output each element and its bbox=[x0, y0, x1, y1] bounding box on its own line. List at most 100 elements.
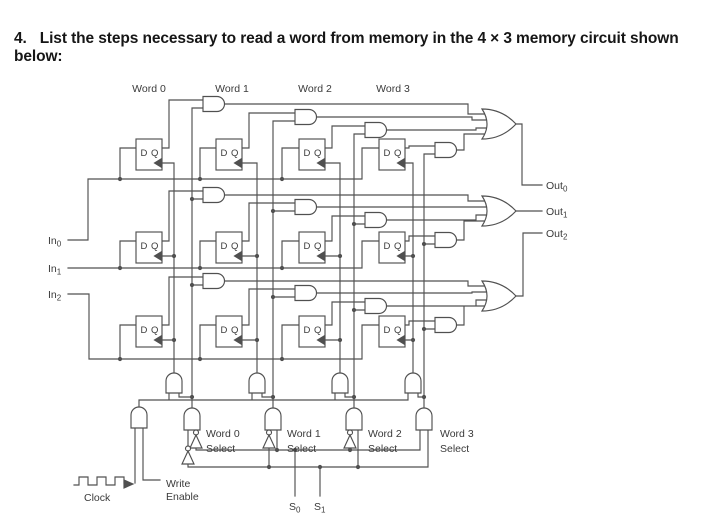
read-and-gate bbox=[202, 272, 225, 290]
inverter-icon bbox=[262, 433, 276, 449]
junction-dot bbox=[317, 464, 323, 470]
flipflop-pin-label: D bbox=[384, 325, 391, 336]
junction-dot bbox=[197, 176, 203, 182]
clock-arrow-icon bbox=[123, 479, 135, 489]
junction-dot bbox=[171, 337, 177, 343]
circuit-wires bbox=[67, 99, 543, 497]
junction-dot bbox=[254, 337, 260, 343]
word3-header: Word 3 bbox=[376, 83, 410, 95]
question-body: List the steps necessary to read a word … bbox=[14, 30, 679, 65]
clock-triangle-icon bbox=[316, 334, 325, 346]
inverter-icon bbox=[343, 433, 357, 449]
inverter-icon bbox=[189, 433, 203, 449]
read-and-gate bbox=[364, 211, 387, 229]
flipflop-pin-label: D bbox=[141, 325, 148, 336]
clock-triangle-icon bbox=[316, 157, 325, 169]
read-and-gate bbox=[434, 231, 457, 249]
word-select-and-gate bbox=[264, 407, 282, 431]
junction-dots bbox=[117, 176, 427, 470]
read-and-gate bbox=[434, 316, 457, 334]
inverter-icon bbox=[181, 449, 195, 465]
junction-dot bbox=[117, 176, 123, 182]
word3-select-label2: Select bbox=[440, 443, 469, 455]
clock-triangle-icon bbox=[153, 157, 162, 169]
flipflop-pin-label: D bbox=[384, 148, 391, 159]
output-out2-label: Out2 bbox=[546, 228, 568, 242]
junction-dot bbox=[189, 394, 195, 400]
junction-dot bbox=[351, 394, 357, 400]
junction-dot bbox=[410, 253, 416, 259]
flipflop-pin-label: D bbox=[221, 325, 228, 336]
junction-dot bbox=[351, 221, 357, 227]
word-select-and-gate bbox=[345, 407, 363, 431]
flipflop-pin-label: D bbox=[221, 148, 228, 159]
circuit-gates bbox=[123, 95, 517, 489]
write-enable-label: Write bbox=[166, 478, 190, 490]
read-and-gate bbox=[294, 284, 317, 302]
clock-triangle-icon bbox=[233, 334, 242, 346]
read-and-gate bbox=[202, 95, 225, 113]
flipflop-pin-label: D bbox=[304, 325, 311, 336]
junction-dot bbox=[337, 253, 343, 259]
flipflop-pin-label: Q bbox=[231, 148, 238, 159]
input-in2-label: In2 bbox=[48, 289, 62, 303]
junction-dot bbox=[171, 253, 177, 259]
junction-dot bbox=[421, 326, 427, 332]
flipflop-pin-label: D bbox=[141, 241, 148, 252]
flipflop-pin-label: D bbox=[304, 148, 311, 159]
junction-dot bbox=[421, 241, 427, 247]
read-and-gate bbox=[294, 108, 317, 126]
flipflop-pin-label: Q bbox=[151, 148, 158, 159]
output-or-gate bbox=[480, 195, 517, 227]
junction-dot bbox=[254, 253, 260, 259]
junction-dot bbox=[266, 464, 272, 470]
output-out1-label: Out1 bbox=[546, 206, 568, 220]
question-number: 4. bbox=[14, 30, 27, 47]
junction-dot bbox=[355, 464, 361, 470]
write-enable-label2: Enable bbox=[166, 491, 199, 503]
flipflop-pin-label: D bbox=[141, 148, 148, 159]
junction-dot bbox=[351, 307, 357, 313]
junction-dot bbox=[197, 265, 203, 271]
junction-dot bbox=[347, 447, 353, 453]
word2-header: Word 2 bbox=[298, 83, 332, 95]
input-in0-label: In0 bbox=[48, 235, 62, 249]
clock-triangle-icon bbox=[316, 250, 325, 262]
word0-select-label: Word 0 bbox=[206, 428, 240, 440]
junction-dot bbox=[117, 265, 123, 271]
junction-dot bbox=[410, 337, 416, 343]
read-and-gate bbox=[364, 121, 387, 139]
flipflop-pin-label: Q bbox=[231, 325, 238, 336]
junction-dot bbox=[197, 356, 203, 362]
junction-dot bbox=[292, 447, 298, 453]
flipflop-pin-label: Q bbox=[314, 241, 321, 252]
question-text: 4.List the steps necessary to read a wor… bbox=[14, 30, 714, 66]
clock-triangle-icon bbox=[396, 157, 405, 169]
junction-dot bbox=[279, 356, 285, 362]
clock-we-and-gate bbox=[130, 406, 148, 429]
junction-dot bbox=[279, 176, 285, 182]
flipflop-pin-label: D bbox=[221, 241, 228, 252]
select-s0-label: S0 bbox=[289, 501, 301, 515]
word1-select-label: Word 1 bbox=[287, 428, 321, 440]
junction-dot bbox=[421, 394, 427, 400]
word0-header: Word 0 bbox=[132, 83, 166, 95]
flipflop-pin-label: Q bbox=[314, 148, 321, 159]
junction-dot bbox=[337, 337, 343, 343]
flipflop-pin-label: Q bbox=[151, 325, 158, 336]
junction-dot bbox=[270, 294, 276, 300]
flipflop-pin-label: Q bbox=[151, 241, 158, 252]
read-and-gate bbox=[294, 198, 317, 216]
word0-select-label2: Select bbox=[206, 443, 235, 455]
flipflop-pin-label: Q bbox=[394, 241, 401, 252]
clock-triangle-icon bbox=[396, 334, 405, 346]
junction-dot bbox=[270, 394, 276, 400]
output-or-gate bbox=[480, 280, 517, 312]
word1-header: Word 1 bbox=[215, 83, 249, 95]
flipflop-pin-label: Q bbox=[394, 148, 401, 159]
wire-path bbox=[67, 99, 543, 497]
output-out0-label: Out0 bbox=[546, 180, 568, 194]
